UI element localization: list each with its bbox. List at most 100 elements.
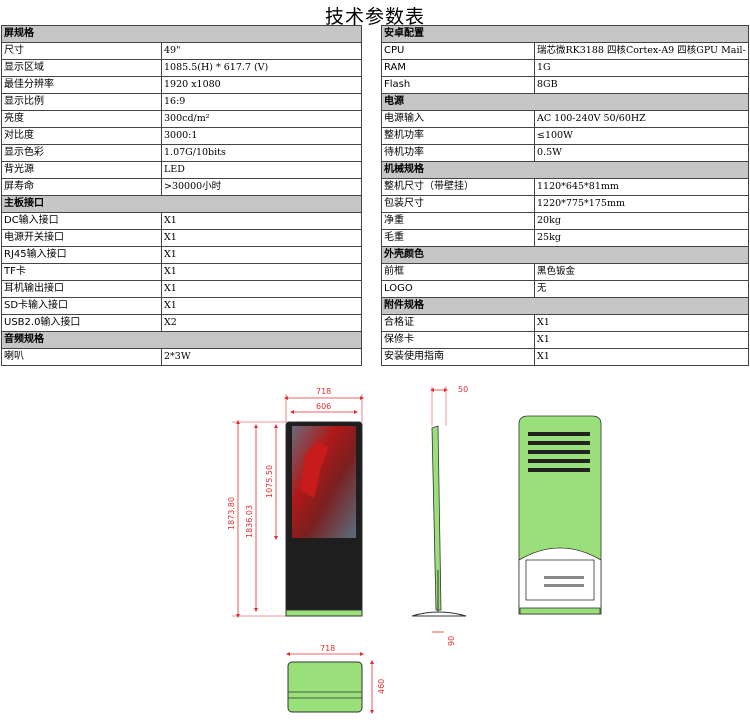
spec-label: USB2.0输入接口	[1, 314, 162, 332]
spec-value: 16:9	[161, 93, 362, 111]
spec-value: AC 100-240V 50/60HZ	[534, 110, 749, 128]
spec-value: X1	[161, 229, 362, 247]
section-header-label: 电源	[381, 93, 749, 111]
screen-car	[300, 440, 328, 498]
spec-label: 整机尺寸（带壁挂）	[381, 178, 535, 196]
section-header: 音频规格	[1, 331, 362, 349]
base-top-view: 718 460	[286, 644, 386, 714]
section-header: 屏规格	[1, 25, 362, 43]
section-header-label: 音频规格	[1, 331, 362, 349]
spec-value: 1085.5(H) * 617.7 (V)	[161, 59, 362, 77]
section-header: 主板接口	[1, 195, 362, 213]
spec-value: X2	[161, 314, 362, 332]
dim-screen-width: 606	[316, 402, 331, 411]
dim-screen-height: 1075.50	[265, 465, 274, 498]
spec-value: 3000:1	[161, 127, 362, 145]
section-header: 附件规格	[381, 297, 749, 315]
spec-label: TF卡	[1, 263, 162, 281]
section-header-label: 机械规格	[381, 161, 749, 179]
spec-value: 20kg	[534, 212, 749, 230]
spec-value: 黑色钣金	[534, 263, 749, 281]
spec-value: 1220*775*175mm	[534, 195, 749, 213]
section-header: 电源	[381, 93, 749, 111]
spec-value: X1	[161, 297, 362, 315]
spec-label: 安装使用指南	[381, 348, 535, 366]
spec-value: 49"	[161, 42, 362, 60]
spec-label: 显示比例	[1, 93, 162, 111]
kiosk-base	[285, 609, 363, 617]
spec-row: 前框黑色钣金	[381, 263, 749, 281]
dim-mid-height: 1836.03	[245, 505, 254, 538]
spec-label: 屏寿命	[1, 178, 162, 196]
spec-label: 亮度	[1, 110, 162, 128]
page-title: 技术参数表	[324, 6, 425, 28]
section-header: 外壳颜色	[381, 246, 749, 264]
spec-label: 显示区域	[1, 59, 162, 77]
spec-label: 净重	[381, 212, 535, 230]
spec-label: 合格证	[381, 314, 535, 332]
spec-value: >30000小时	[161, 178, 362, 196]
spec-value: X1	[161, 212, 362, 230]
spec-label: 背光源	[1, 161, 162, 179]
spec-value: X1	[161, 246, 362, 264]
dim-side-top: 50	[458, 385, 468, 394]
spec-label: 电源输入	[381, 110, 535, 128]
spec-value: 瑞芯微RK3188 四核Cortex-A9 四核GPU Mail-	[534, 42, 749, 60]
spec-row: 整机功率≤100W	[381, 127, 749, 145]
spec-label: 前框	[381, 263, 535, 281]
section-header-label: 主板接口	[1, 195, 362, 213]
spec-row: 屏寿命>30000小时	[1, 178, 362, 196]
spec-label: 毛重	[381, 229, 535, 247]
spec-value: 1120*645*81mm	[534, 178, 749, 196]
spec-value: 25kg	[534, 229, 749, 247]
spec-value: X1	[161, 280, 362, 298]
spec-label: 耳机输出接口	[1, 280, 162, 298]
spec-label: 对比度	[1, 127, 162, 145]
spec-label: CPU	[381, 42, 535, 60]
spec-value: 2*3W	[161, 348, 362, 366]
section-header: 安卓配置	[381, 25, 749, 43]
spec-value: 1920 x1080	[161, 76, 362, 94]
spec-value: 0.5W	[534, 144, 749, 162]
spec-label: 保修卡	[381, 331, 535, 349]
spec-value: ≤100W	[534, 127, 749, 145]
spec-value: 1G	[534, 59, 749, 77]
front-view: 718 606 1873.80 1836.03 1075.50	[227, 387, 364, 618]
section-header-label: 屏规格	[1, 25, 362, 43]
spec-value: 无	[534, 280, 749, 298]
spec-value: X1	[534, 314, 749, 332]
spec-value: X1	[534, 348, 749, 366]
dim-base-depth: 460	[377, 679, 386, 694]
spec-label: RAM	[381, 59, 535, 77]
section-header-label: 附件规格	[381, 297, 749, 315]
side-view: 50 90	[411, 385, 468, 646]
section-header: 机械规格	[381, 161, 749, 179]
section-header-label: 外壳颜色	[381, 246, 749, 264]
spec-label: LOGO	[381, 280, 535, 298]
spec-value: X1	[534, 331, 749, 349]
